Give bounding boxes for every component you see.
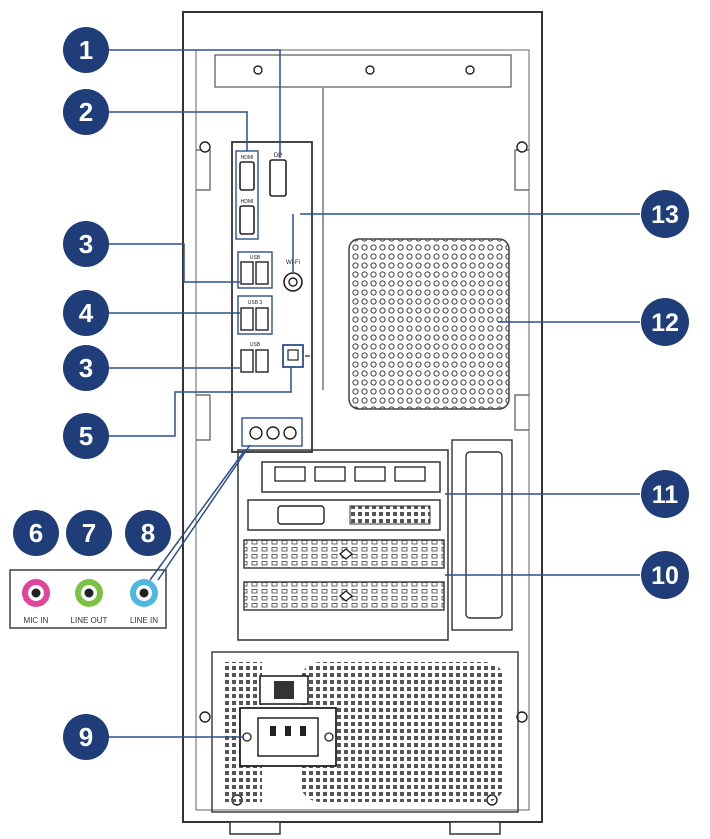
- callout-8: 8: [125, 510, 171, 556]
- lan-port: [282, 344, 310, 368]
- displayport-port: DP: [269, 153, 287, 197]
- chassis-foot: [229, 821, 281, 835]
- usb3-tag: USB 3: [248, 300, 263, 306]
- mic-in-label: MIC IN: [24, 616, 49, 625]
- usb3-ports: USB 3: [237, 295, 273, 335]
- callout-number: 6: [29, 518, 43, 548]
- line-in-label: LINE IN: [130, 616, 158, 625]
- callout-6: 6: [13, 510, 59, 556]
- usb-ports-upper: USB: [237, 251, 273, 289]
- callout-number: 1: [79, 35, 93, 65]
- line-out-jack: LINE OUT: [71, 579, 108, 625]
- hdmi-ports: HDMI HDMI: [235, 150, 259, 240]
- callout-number: 10: [651, 562, 679, 590]
- callout-4: 4: [63, 290, 109, 336]
- callout-3-upper: 3: [63, 221, 109, 267]
- callout-11: 11: [641, 470, 689, 518]
- mic-in-jack: MIC IN: [22, 579, 50, 625]
- callout-number: 7: [82, 518, 96, 548]
- callout-number: 4: [79, 298, 94, 328]
- screw-icon: [199, 65, 528, 806]
- expansion-slot-covers: [243, 539, 445, 611]
- callout-number: 2: [79, 97, 93, 127]
- callout-number: 13: [651, 201, 679, 229]
- chassis-foot: [449, 821, 501, 835]
- line-in-jack: LINE IN: [130, 579, 158, 625]
- io-shield: DP HDMI HDMI USB USB 3 USB: [231, 141, 313, 453]
- callout-9: 9: [63, 714, 109, 760]
- expansion-area: [237, 439, 513, 641]
- callout-number: 3: [79, 353, 93, 383]
- callout-13: 13: [641, 190, 689, 238]
- callout-7: 7: [66, 510, 112, 556]
- callout-number: 11: [652, 481, 679, 509]
- callout-10: 10: [641, 551, 689, 599]
- io-audio-jacks: [241, 417, 303, 447]
- callout-3-lower: 3: [63, 345, 109, 391]
- usb-upper-tag: USB: [250, 255, 261, 261]
- usb-lower-tag: USB: [250, 342, 261, 348]
- power-supply: [211, 651, 519, 813]
- callout-number: 12: [651, 309, 679, 337]
- callout-5: 5: [63, 413, 109, 459]
- line-out-label: LINE OUT: [71, 616, 108, 625]
- graphics-card-ports: [247, 461, 441, 531]
- fan-grille: [348, 238, 510, 410]
- callout-2: 2: [63, 89, 109, 135]
- audio-jack-panel: MIC IN LINE OUT LINE IN: [9, 569, 167, 629]
- hdmi-bottom-tag: HDMI: [241, 199, 254, 205]
- callout-12: 12: [641, 298, 689, 346]
- chassis-top-rail: [214, 54, 512, 88]
- hdmi-top-tag: HDMI: [241, 155, 254, 161]
- callout-number: 8: [141, 518, 155, 548]
- callout-number: 3: [79, 229, 93, 259]
- callout-number: 5: [79, 421, 93, 451]
- callout-number: 9: [79, 722, 93, 752]
- callout-1: 1: [63, 27, 109, 73]
- dp-tag: DP: [274, 153, 282, 159]
- usb-ports-lower: USB: [240, 342, 269, 373]
- callouts: 1 2 3 4 3 5 6 7 8 9 10 11 12 13: [13, 27, 689, 760]
- leader-lines: [100, 49, 640, 738]
